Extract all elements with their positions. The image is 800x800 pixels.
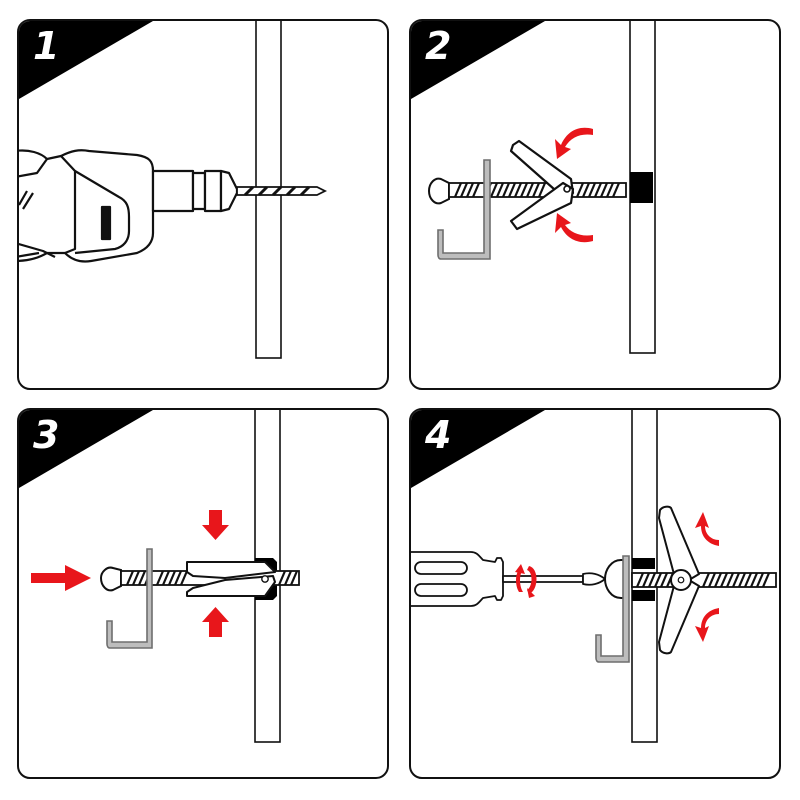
step-number: 1 (33, 24, 60, 68)
hook-icon (437, 159, 491, 260)
toggle-wings-icon (509, 139, 575, 231)
wall-hole (630, 172, 653, 203)
step-badge-bg (19, 21, 153, 99)
hook-icon (106, 548, 153, 649)
drill-illustration (19, 21, 328, 359)
fold-toggle-illustration (427, 21, 656, 354)
step-4-panel: 4 (409, 408, 781, 779)
red-up-arrow-icon (202, 607, 229, 637)
red-down-arrow-icon (202, 510, 229, 540)
step-number: 4 (425, 413, 452, 457)
step-1-panel: 1 (17, 19, 389, 390)
step-number: 3 (33, 413, 60, 457)
step-badge-bg (411, 410, 545, 488)
step-number: 2 (425, 24, 452, 68)
hook-icon (595, 555, 630, 663)
step-badge-bg (411, 21, 545, 99)
bolt-shaft-icon (631, 572, 777, 588)
step-3-panel: 3 (17, 408, 389, 779)
drill-bit-icon (236, 185, 328, 197)
red-curved-arrow-top-icon (555, 127, 593, 159)
red-curved-arrow-bottom-icon (555, 213, 593, 243)
toggle-wings-open-icon (658, 505, 700, 655)
red-curved-arrow-bottom-icon (695, 608, 719, 642)
red-curved-arrow-top-icon (695, 512, 719, 546)
step-badge-bg (19, 410, 153, 488)
folded-toggle-icon (186, 561, 276, 597)
screwdriver-icon (411, 551, 606, 607)
rotation-arrow-icon (515, 564, 537, 598)
bolt-head-icon (603, 559, 626, 599)
tighten-bolt-illustration (411, 410, 777, 743)
red-push-arrow-icon (31, 565, 91, 591)
bolt-icon (427, 177, 627, 205)
step-2-panel: 2 (409, 19, 781, 390)
insert-toggle-illustration (31, 410, 300, 743)
drill-icon (19, 149, 239, 263)
